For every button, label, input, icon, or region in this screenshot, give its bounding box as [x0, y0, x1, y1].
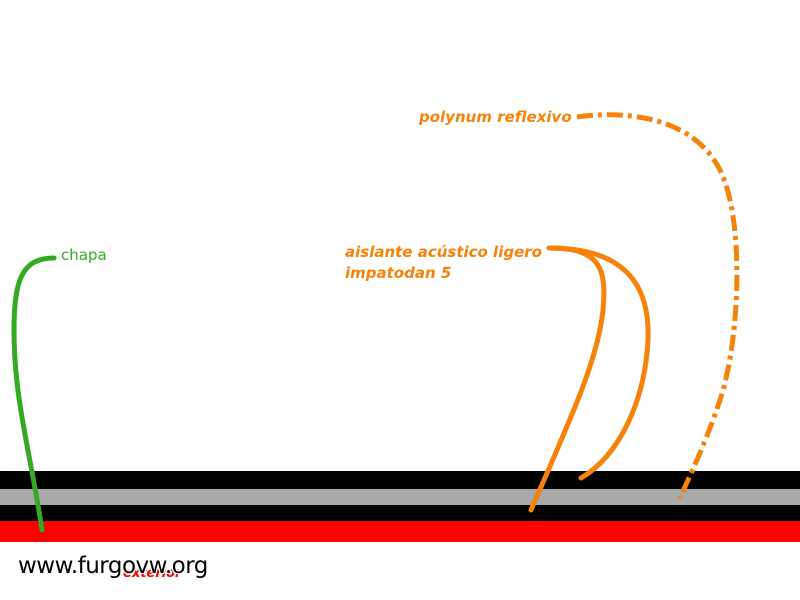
exterior-label: exterior — [123, 566, 182, 581]
polynum-label: polynum reflexivo — [419, 108, 572, 126]
aislante-leader-line-inner — [528, 245, 607, 513]
chapa-label: chapa — [61, 246, 107, 264]
layer-black-bottom — [0, 505, 800, 521]
aislante-leader-line-outer — [546, 245, 651, 481]
polynum-leader-line — [576, 112, 740, 499]
layer-black-top — [0, 471, 800, 489]
layer-grey — [0, 489, 800, 505]
aislante-label-line2: impatodan 5 — [345, 264, 452, 282]
chapa-leader-line — [11, 255, 57, 533]
layer-red-exterior — [0, 521, 800, 542]
watermark-url: www.furgovw.org — [18, 553, 208, 579]
aislante-label-line1: aislante acústico ligero — [345, 243, 542, 261]
